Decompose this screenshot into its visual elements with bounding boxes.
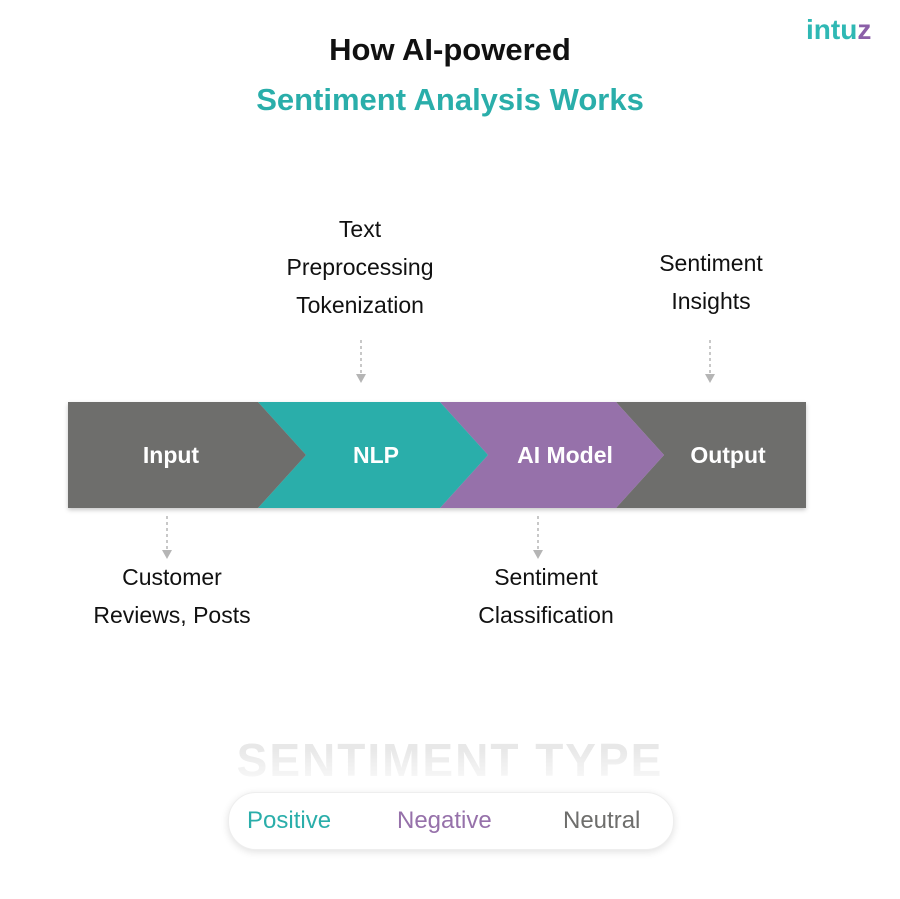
legend-title: SENTIMENT TYPE (236, 734, 664, 786)
note-output-details: Sentiment Insights (611, 244, 811, 320)
legend-item-negative: Negative (397, 807, 492, 834)
note-line: Sentiment (659, 250, 763, 276)
stage-shape-nlp (258, 402, 488, 508)
note-line: Text (338, 216, 382, 242)
stage-label-output: Output (690, 442, 766, 468)
note-line: Tokenization (296, 292, 424, 318)
note-ai-model-details: Sentiment Classification (436, 558, 656, 634)
logo-accent: z (857, 14, 872, 45)
dashed-arrow-down-icon (356, 340, 366, 383)
note-line: Insights (671, 288, 751, 314)
page-title-line-2: Sentiment Analysis Works (256, 82, 644, 117)
dashed-arrow-down-icon (162, 516, 172, 559)
dashed-arrow-down-icon (705, 340, 715, 383)
note-line: Reviews, Posts (93, 602, 251, 628)
legend-item-positive: Positive (247, 807, 332, 834)
note-nlp-details: Text Preprocessing Tokenization (260, 210, 460, 324)
note-line: Preprocessing (286, 254, 434, 280)
page-title-line-1: How AI-powered (329, 32, 571, 67)
pipeline-flow: Input NLP AI Model Output (68, 402, 806, 508)
logo-text: intu (806, 14, 858, 45)
stage-shape-input (68, 402, 306, 508)
pipeline-shapes (68, 402, 806, 508)
intuz-logo: intuz (806, 14, 871, 46)
legend-pill: Positive Negative Neutral (228, 792, 674, 850)
stage-shape-ai-model (440, 402, 664, 508)
note-line: Classification (478, 602, 614, 628)
legend-item-neutral: Neutral (563, 807, 641, 834)
note-input-details: Customer Reviews, Posts (72, 558, 272, 634)
stage-label-input: Input (142, 442, 200, 468)
stage-label-ai-model: AI Model (517, 442, 613, 468)
stage-label-nlp: NLP (353, 442, 399, 468)
dashed-arrow-down-icon (533, 516, 543, 559)
note-line: Sentiment (494, 564, 598, 590)
stage-shape-output (616, 402, 806, 508)
note-line: Customer (122, 564, 222, 590)
